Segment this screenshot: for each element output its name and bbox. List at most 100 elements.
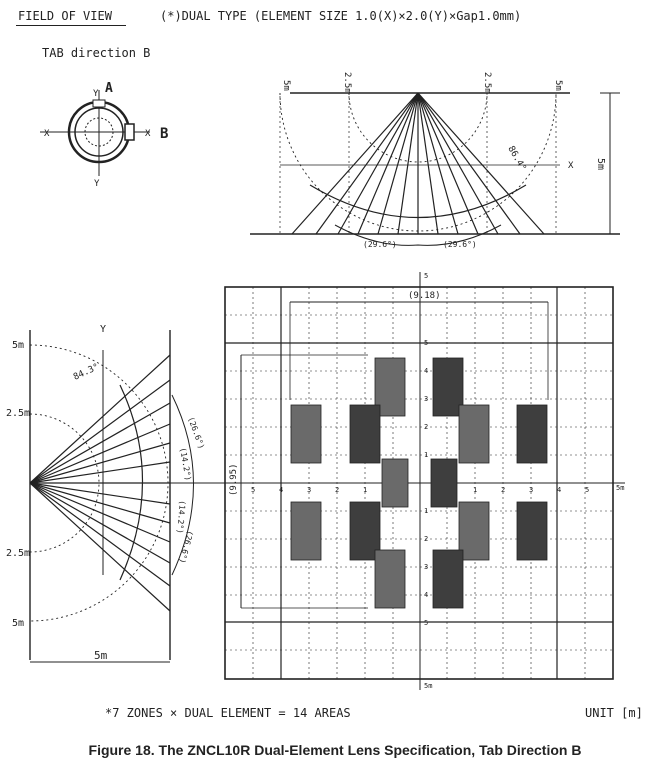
side-view: [29, 330, 220, 663]
side-view-subangle-arc: [171, 394, 194, 576]
side-view-label: 5m: [12, 340, 24, 351]
side-view-label: 2.5m: [6, 408, 30, 419]
top-view-beam: [417, 92, 499, 235]
zone-area: [516, 501, 548, 561]
side-view-beam: [29, 423, 171, 484]
zone-area: [430, 458, 458, 508]
grid-dimension-label: (9.18): [408, 291, 441, 301]
side-view-axis-y: Y: [100, 324, 106, 335]
top-view-beam: [377, 92, 419, 235]
top-view-beam: [417, 92, 459, 235]
side-view-beam: [29, 442, 171, 484]
grid-y-tick: 3: [424, 395, 428, 403]
zone-area: [374, 549, 406, 609]
top-view-angle-arc: [309, 184, 527, 219]
sensor-notch: [92, 99, 106, 108]
side-view-label: 2.5m: [6, 548, 30, 559]
grid-y-tick: 1: [424, 507, 428, 515]
grid-y-tick: 2: [424, 423, 428, 431]
grid-y-tick: 2: [424, 535, 428, 543]
grid-x-tick: 4: [279, 486, 283, 494]
side-view-beam: [29, 482, 171, 524]
sensor-label-x-left: X: [44, 129, 50, 139]
header-spec: (*)DUAL TYPE (ELEMENT SIZE 1.0(X)×2.0(Y)…: [160, 9, 522, 23]
side-view-arc-2-5m: [29, 413, 100, 553]
grid-x-tick: 5: [251, 486, 255, 494]
side-view-angle-arc: [119, 384, 143, 581]
grid-x-ticks: 5 4 3 2 1 1 2 3 4 5: [251, 486, 589, 494]
top-view-label: 5m: [281, 80, 291, 91]
side-view-beam: [29, 379, 171, 484]
grid-x-tick: 3: [529, 486, 533, 494]
side-view-beam: [29, 482, 171, 505]
tab-direction-label: TAB direction B: [42, 46, 151, 60]
top-view-beam: [417, 92, 439, 235]
detection-zones: [290, 357, 548, 609]
top-view-subangle-label: (29.6°): [443, 240, 477, 249]
grid-x-tick: 2: [335, 486, 339, 494]
grid-axis-end-x: 5m: [616, 484, 624, 492]
top-view-beam: [397, 92, 419, 235]
sensor-icon: A B Y Y X X: [40, 81, 168, 189]
sensor-label-x-right: X: [145, 129, 151, 139]
zone-area: [290, 404, 322, 464]
grid-x-tick: 2: [501, 486, 505, 494]
grid-x-tick: 4: [557, 486, 561, 494]
zone-area: [458, 501, 490, 561]
top-view-label: 5m: [553, 80, 563, 91]
top-view-beam: [315, 92, 419, 235]
grid-y-tick: 3: [424, 563, 428, 571]
zone-area: [432, 357, 464, 417]
top-view-beam: [417, 92, 545, 235]
side-view-beam: [29, 461, 171, 484]
side-view-subangle-label: (26.6°): [177, 529, 194, 564]
footer-note: *7 ZONES × DUAL ELEMENT = 14 AREAS: [105, 706, 351, 720]
top-view-arc-2-5m: [348, 92, 488, 163]
side-view-beam: [29, 482, 171, 543]
side-view-beam: [29, 482, 171, 564]
top-view-angle-label: 86.4°: [505, 145, 527, 173]
top-view-label: 2.5m: [482, 72, 492, 94]
side-view-angle-label: 84.3°: [72, 362, 101, 383]
zone-area: [516, 404, 548, 464]
top-view-beam: [417, 92, 521, 235]
top-view-subangle-label: (29.6°): [363, 240, 397, 249]
zone-area: [349, 404, 381, 464]
side-view-label: 5m: [12, 618, 24, 629]
sensor-label-y-bottom: Y: [94, 179, 100, 189]
side-view-beam: [29, 482, 171, 587]
sensor-lens: [84, 117, 114, 147]
top-view-subangle-arc: [334, 224, 502, 246]
sensor-label-b: B: [160, 126, 168, 142]
side-view-beam: [29, 354, 171, 484]
top-view-beam: [337, 92, 419, 235]
sensor-inner-ring: [74, 107, 124, 157]
zone-area: [432, 549, 464, 609]
grid-y-tick: 1: [424, 451, 428, 459]
grid-axis-end-y: 5m: [424, 682, 432, 690]
grid-axis-label: 5: [424, 272, 428, 280]
width-dimension-label: 5m: [94, 649, 108, 662]
sensor-label-y-top: Y: [93, 89, 99, 99]
grid-x-tick: 5: [585, 486, 589, 494]
top-view-label: 2.5m: [342, 72, 352, 94]
grid-dimension-label: (9.95): [229, 463, 239, 496]
grid-view: [212, 272, 625, 690]
grid-x-tick: 1: [363, 486, 367, 494]
top-view-beam: [291, 92, 419, 235]
sensor-label-a: A: [105, 81, 113, 96]
header-title: FIELD OF VIEW: [18, 9, 112, 23]
sensor-tab: [124, 123, 135, 141]
grid-y-tick: 4: [424, 367, 428, 375]
grid-x-tick: 1: [473, 486, 477, 494]
side-view-beam: [29, 482, 171, 612]
grid-y-tick: 4: [424, 591, 428, 599]
zone-area: [381, 458, 409, 508]
grid-y-tick: 5: [424, 339, 428, 347]
side-view-beam: [29, 402, 171, 484]
title-underline: [16, 25, 126, 26]
zone-area: [458, 404, 490, 464]
height-dimension-label: 5m: [595, 158, 606, 170]
top-view-axis-x: X: [568, 161, 574, 171]
